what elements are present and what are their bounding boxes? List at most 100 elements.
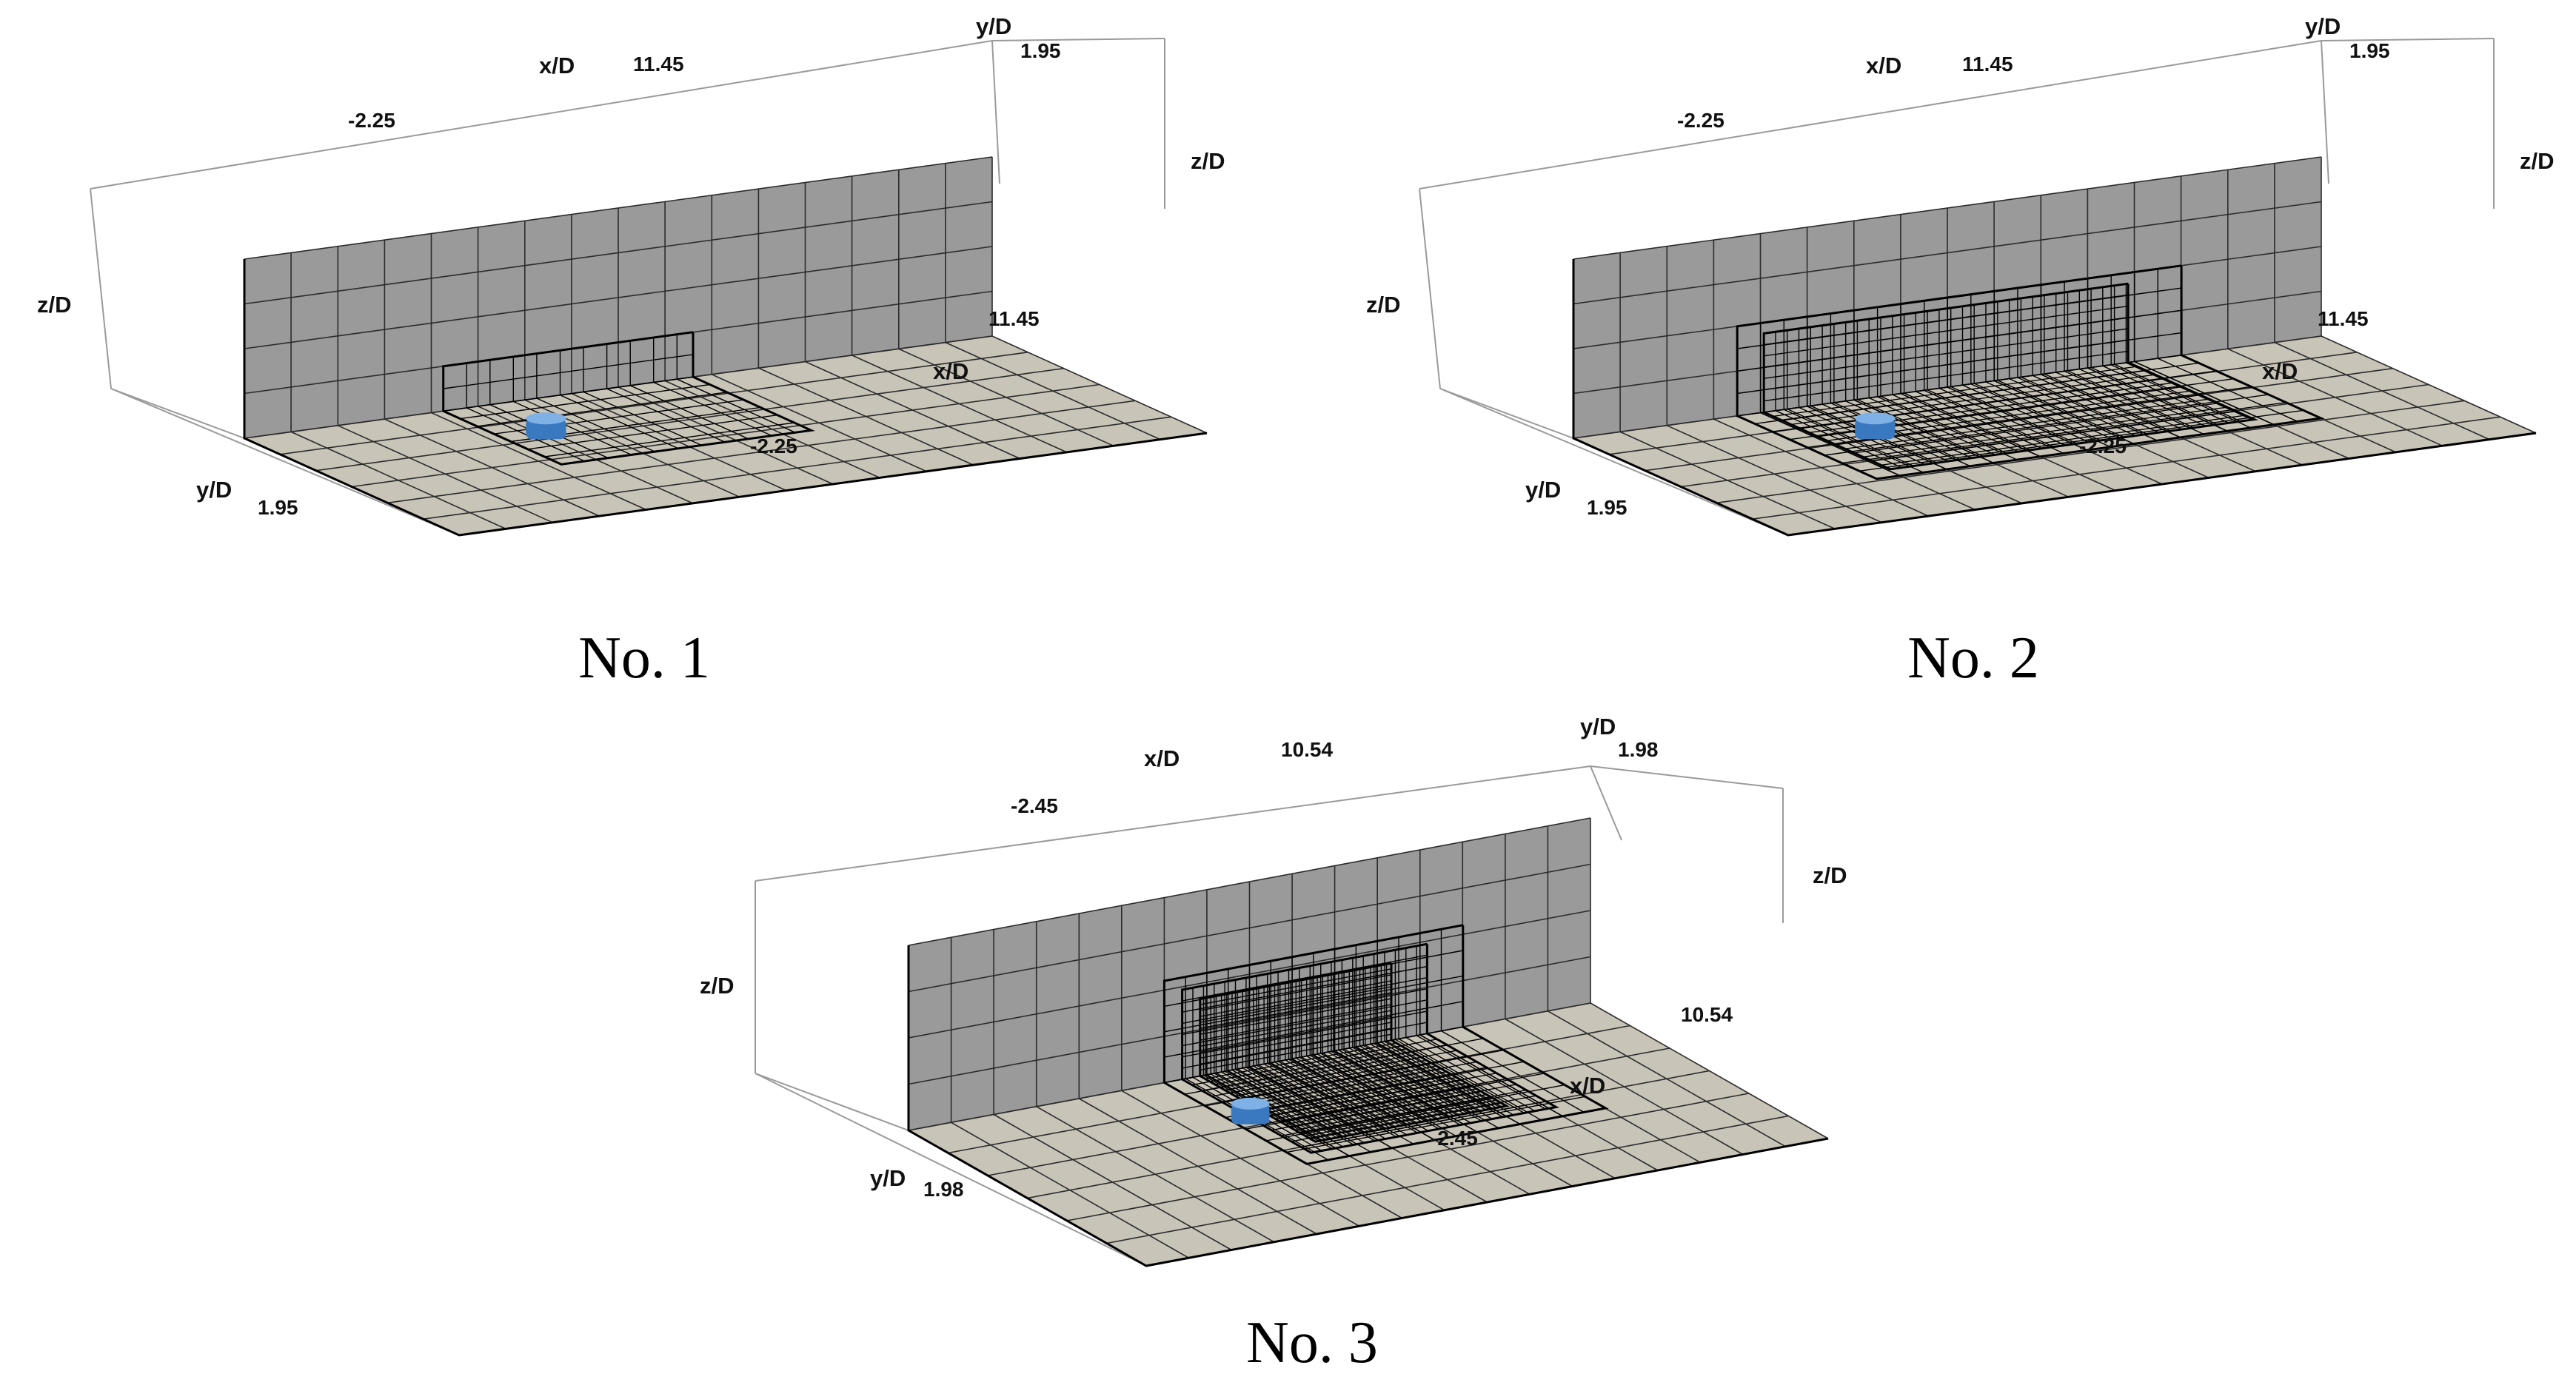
mesh-line	[1872, 410, 2237, 462]
panel-caption: No. 1	[578, 626, 710, 691]
floor-y-axis-label: y/D	[870, 1165, 906, 1191]
mesh-line	[1764, 350, 2129, 402]
mesh-line	[1836, 394, 2201, 446]
mesh-line	[1306, 1055, 1422, 1122]
top-y-axis-label: y/D	[1580, 714, 1616, 740]
mesh-line	[1844, 398, 2209, 449]
bounding-box	[1419, 38, 2495, 536]
mesh-line	[1275, 1082, 1467, 1119]
mesh-line	[1328, 1051, 1444, 1119]
mesh-line	[1764, 317, 2129, 368]
mesh-line	[1234, 1059, 1427, 1097]
mesh-line	[1348, 1047, 1465, 1115]
mesh-line	[1265, 1076, 1457, 1114]
mesh-line	[443, 354, 694, 389]
mesh-line	[1290, 1091, 1482, 1128]
mesh-line	[1365, 1045, 1481, 1112]
base-mesh-lines	[244, 156, 1208, 536]
bounding-box	[755, 765, 1784, 1267]
mesh-line	[244, 246, 993, 349]
mesh-line	[1205, 1042, 1396, 1079]
mesh-line	[1338, 1049, 1454, 1116]
top-y-tick: 1.95	[1020, 39, 1061, 62]
mesh-line	[1200, 992, 1392, 1029]
box-edge	[1439, 388, 1789, 536]
mesh-view-no-1	[90, 38, 1208, 537]
mesh-line	[908, 863, 1591, 993]
top-x-tick-right: 10.54	[1281, 738, 1333, 761]
mesh-line	[1295, 1057, 1412, 1124]
mesh-line	[1250, 1068, 1442, 1105]
refinement-region-outline	[1762, 282, 2258, 471]
mesh-line	[466, 407, 585, 462]
mesh-line	[1405, 1036, 1536, 1112]
box-edge	[991, 40, 1000, 184]
top-y-tick: 1.95	[2349, 39, 2390, 62]
mesh-line	[1764, 361, 2129, 413]
mesh-line	[1253, 1065, 1369, 1133]
mesh-line	[513, 400, 632, 456]
mesh-line	[1310, 1102, 1502, 1139]
mesh-line	[1200, 980, 1392, 1017]
mesh-line	[1764, 305, 2129, 357]
mesh-line	[1322, 1052, 1439, 1119]
mesh-line	[1200, 1010, 1392, 1047]
top-x-tick-right: 11.45	[633, 53, 684, 76]
mesh-line	[1237, 1068, 1354, 1136]
mesh-line	[1333, 1050, 1449, 1118]
mesh-line	[1263, 1063, 1380, 1130]
mesh-line	[527, 415, 777, 450]
top-y-tick: 1.98	[1618, 738, 1659, 761]
mesh-line	[536, 398, 655, 452]
mesh-line	[1295, 1093, 1487, 1131]
bounding-box	[90, 38, 1165, 536]
mesh-line	[1220, 1051, 1412, 1088]
mesh-view-no-2	[1419, 38, 2537, 537]
mesh-line	[477, 392, 727, 427]
left-z-axis-label: z/D	[1366, 292, 1401, 318]
mesh-line	[1200, 1016, 1392, 1053]
mesh-line	[1270, 1079, 1462, 1117]
mesh-line	[1301, 1101, 1547, 1148]
mesh-line	[583, 391, 702, 446]
mesh-line	[1305, 1099, 1497, 1137]
mesh-line	[1853, 402, 2218, 454]
floor-y-tick: 1.95	[258, 496, 298, 519]
floor-x-axis-label: x/D	[2262, 358, 2298, 384]
mesh-line	[1200, 986, 1392, 1023]
refinement-region-outline	[1162, 924, 1609, 1165]
cylinder-top	[1855, 412, 1896, 425]
box-edge	[90, 40, 993, 190]
box-edge	[90, 188, 112, 389]
top-y-axis-label: y/D	[976, 13, 1011, 39]
floor-y-tick: 1.98	[923, 1178, 964, 1201]
mesh-line	[1343, 1048, 1460, 1116]
cylinder-side	[1855, 418, 1896, 440]
mesh-line	[1375, 1042, 1492, 1110]
mesh-line	[677, 378, 796, 433]
mesh-line	[1290, 1058, 1407, 1125]
mesh-line	[1416, 1035, 1546, 1110]
box-edge	[755, 1073, 909, 1131]
mesh-line	[1279, 1085, 1472, 1122]
mesh-line	[653, 381, 772, 437]
right-z-axis-label: z/D	[1813, 862, 1847, 888]
mesh-line	[1200, 1022, 1392, 1059]
mesh-line	[1370, 1043, 1487, 1110]
refinement-mesh	[1163, 925, 1606, 1164]
top-x-axis-label: x/D	[1866, 53, 1901, 78]
box-edge	[1439, 388, 1574, 439]
cylinder-body	[1855, 412, 1896, 440]
mesh-line	[1863, 406, 2228, 457]
top-y-axis-label: y/D	[2305, 13, 2341, 39]
floor-x-tick-left: -2.25	[2079, 435, 2127, 457]
left-z-axis-label: z/D	[700, 973, 735, 999]
left-z-axis-label: z/D	[37, 292, 72, 318]
mesh-line	[1200, 974, 1392, 1011]
mesh-line	[1216, 1072, 1332, 1139]
panel-no-2: x/D -2.25 11.45 y/D 1.95 z/D z/D 11.45 x…	[1366, 13, 2555, 691]
mesh-line	[1752, 416, 2500, 520]
mesh-line	[1386, 1040, 1502, 1107]
domain-outline	[1572, 259, 2537, 537]
